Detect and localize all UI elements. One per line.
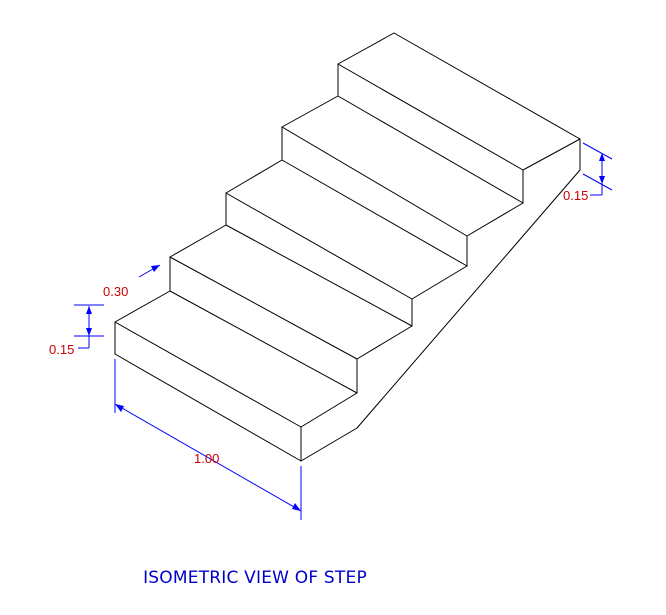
step-front-profile [300,138,581,462]
dimension-bottom-riser [74,304,104,349]
step-2-nosing [169,256,358,360]
step-back-profile [114,32,395,355]
step-4-nosing [281,126,468,237]
step-5-nosing [337,63,524,171]
step-3-tread-back [281,159,468,267]
step-2-tread-back [225,224,413,327]
staircase-outline [114,32,581,462]
dimension-width [114,359,302,520]
dimension-label-top-riser: 0.15 [563,188,588,203]
drawing-caption: ISOMETRIC VIEW OF STEP [143,568,367,588]
step-3-nosing [225,192,413,300]
step-1-tread-back [169,290,358,394]
dimension-label-tread: 0.30 [103,284,128,299]
step-1-nosing [114,321,302,428]
dimension-top-riser [582,142,613,196]
dimension-label-width: 1.00 [194,451,219,466]
dimension-label-bottom-riser: 0.15 [49,342,74,357]
step-4-tread-back [337,95,524,204]
base-edge [114,353,302,462]
dimension-tread [138,264,161,278]
top-back-edge [393,32,581,140]
